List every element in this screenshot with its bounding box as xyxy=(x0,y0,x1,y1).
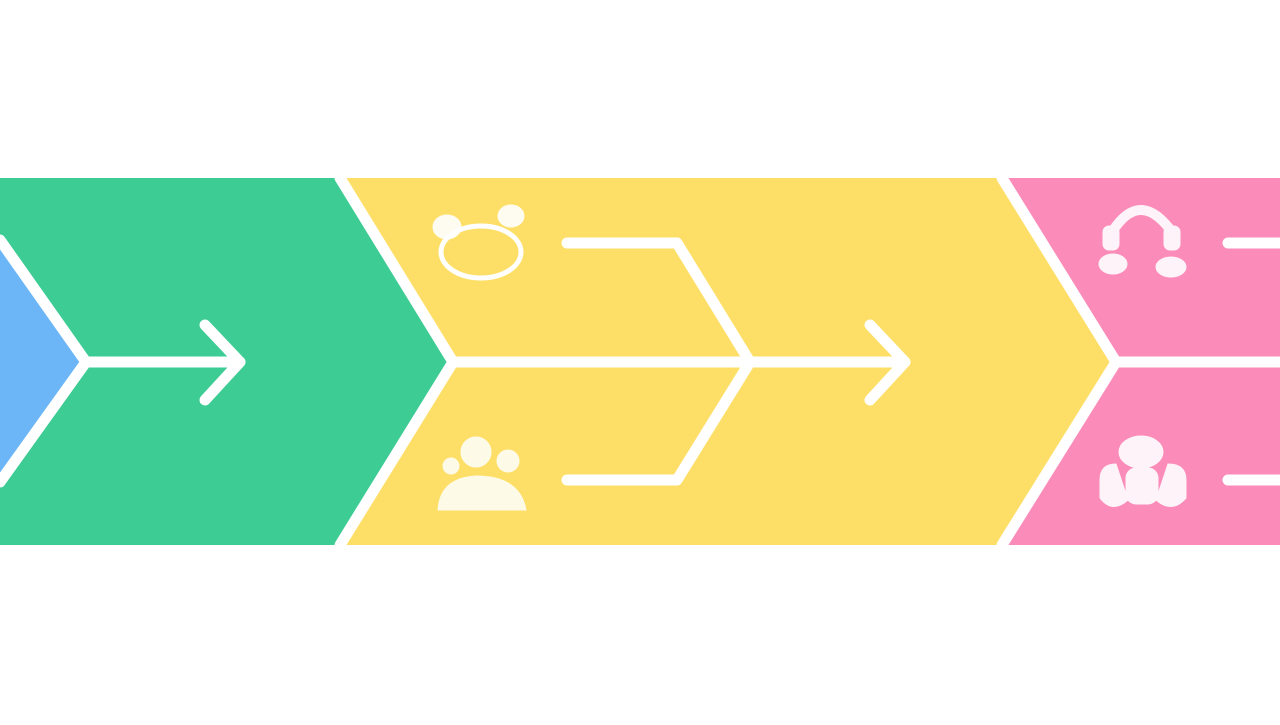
branch-bottom-line xyxy=(561,356,756,486)
stage-blue-chevron xyxy=(0,240,86,482)
user-group-icon xyxy=(1099,435,1187,507)
arrowhead-green xyxy=(199,319,246,406)
alarm-clock-icon xyxy=(432,204,525,281)
headset-support-icon xyxy=(1098,205,1187,278)
team-icon xyxy=(437,436,527,511)
arrowhead-yellow xyxy=(864,319,911,406)
branch-top-line xyxy=(561,237,756,368)
